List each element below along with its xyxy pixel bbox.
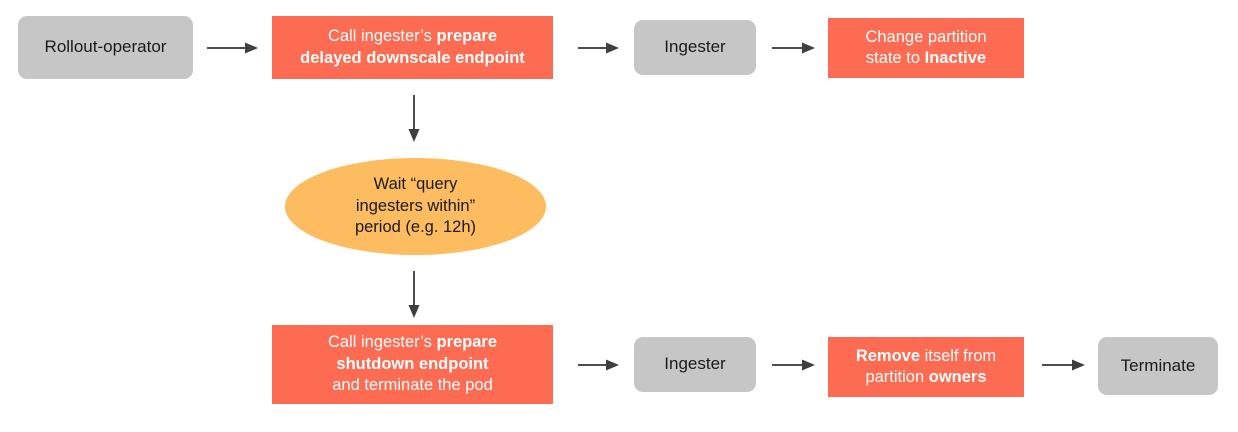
arrow-prepare-delayed-downscale-to-ingester-top [578,41,620,55]
node-ingester-bottom: Ingester [634,337,756,392]
node-wait-period-label: Wait “query ingesters within” period (e.… [354,175,477,237]
node-terminate-label: Terminate [1120,355,1196,375]
node-rollout-operator: Rollout-operator [18,16,193,79]
emphasis-owners: owners [928,368,987,386]
node-rollout-operator-label: Rollout-operator [44,37,167,57]
node-prepare-delayed-downscale: Call ingester’s prepare delayed downscal… [272,16,553,79]
node-wait-period: Wait “query ingesters within” period (e.… [285,158,546,255]
node-ingester-bottom-label: Ingester [664,354,726,374]
arrow-ingester-bottom-to-remove-from-owners [772,358,816,372]
node-ingester-top: Ingester [634,20,756,75]
emphasis-shutdown-endpoint: shutdown endpoint [336,354,489,373]
arrow-prepare-delayed-downscale-to-wait-period [407,95,421,143]
node-prepare-delayed-downscale-label: Call ingester’s prepare delayed downscal… [300,27,525,67]
node-change-partition-state-label: Change partition state to Inactive [865,27,987,67]
arrow-remove-from-owners-to-terminate [1042,358,1086,372]
node-prepare-shutdown-label: Call ingester’s prepare shutdown endpoin… [327,333,498,395]
emphasis-remove: Remove [855,346,921,365]
arrow-ingester-top-to-change-partition-state [772,41,816,55]
emphasis-delayed-downscale-endpoint: delayed downscale endpoint [300,48,525,67]
arrow-prepare-shutdown-to-ingester-bottom [578,358,620,372]
node-ingester-top-label: Ingester [664,37,726,57]
node-terminate: Terminate [1098,337,1218,395]
node-prepare-shutdown: Call ingester’s prepare shutdown endpoin… [272,325,553,404]
arrow-wait-period-to-prepare-shutdown [407,271,421,319]
emphasis-inactive: Inactive [924,49,987,67]
emphasis-prepare: prepare [436,27,498,46]
node-remove-from-owners-label: Remove itself from partition owners [855,346,997,386]
node-remove-from-owners: Remove itself from partition owners [828,337,1024,397]
node-change-partition-state: Change partition state to Inactive [828,18,1024,78]
arrow-rollout-operator-to-prepare-delayed-downscale [207,41,259,55]
emphasis-prepare-shutdown: prepare [436,333,498,352]
